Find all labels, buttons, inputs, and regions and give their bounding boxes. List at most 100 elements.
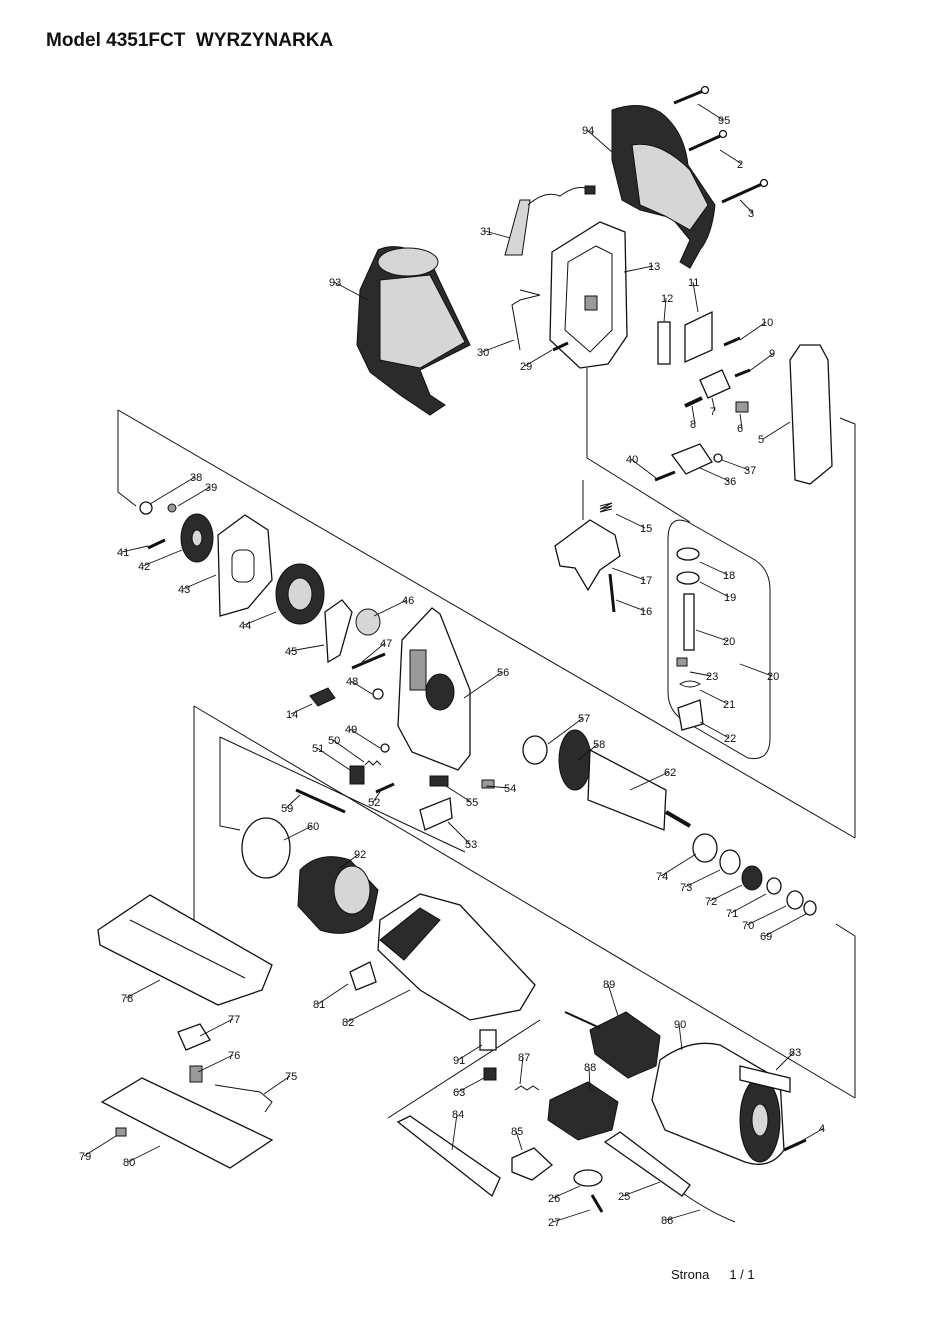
leader-line [622,1181,661,1197]
cord-86 [683,1193,736,1223]
part-label-49: 49 [345,724,381,749]
part-number: 16 [640,606,652,618]
strain-relief-25 [603,1131,691,1197]
part-number: 47 [380,638,392,650]
part-number: 58 [593,739,605,751]
part-label-62: 62 [629,767,676,791]
leader-line [346,989,411,1023]
part-number: 4 [819,1123,825,1135]
leader-line [350,680,373,695]
ring-69 [803,900,817,916]
bracket-77 [177,1023,211,1051]
wire-clip-30 [511,289,541,351]
pin-52 [375,782,395,794]
part-label-47: 47 [361,638,392,663]
leader-line [339,853,360,869]
part-number: 10 [761,317,773,329]
leader-line [177,486,211,507]
spring-87 [514,1085,540,1091]
part-number: 88 [584,1062,596,1074]
part-number: 79 [79,1151,91,1163]
lever-75 [214,1084,273,1113]
screw-29 [552,341,569,352]
part-label-92: 92 [339,849,366,869]
part-number: 55 [466,797,478,809]
part-label-6: 6 [737,413,743,435]
ring-18 [676,547,700,561]
leader-line [197,1054,234,1073]
leader-line [665,1209,701,1221]
leader-line [263,1075,291,1095]
bearing-72 [741,865,763,891]
part-label-3: 3 [739,199,754,220]
screw-95 [673,85,710,105]
leader-line [699,581,730,598]
part-number: 6 [737,423,743,435]
part-number: 11 [688,277,699,289]
leader-line [142,549,183,567]
pad-14 [309,687,336,707]
leader-line [678,1023,683,1051]
gear-housing-56 [397,607,471,771]
rod-84 [396,1115,501,1198]
leader-line [762,421,791,440]
part-number: 5 [758,434,764,446]
leader-line [121,545,149,553]
leader-line [709,884,743,902]
leader-line [127,1145,161,1163]
part-label-8: 8 [690,405,696,431]
washer-70 [786,890,804,910]
leader-line [775,1051,795,1071]
part-label-54: 54 [485,783,516,795]
brush-holder-89 [564,1011,661,1079]
part-label-22: 22 [699,721,736,745]
part-label-37: 37 [721,459,756,477]
part-39 [167,503,177,513]
part-number: 77 [228,1014,240,1026]
part-label-13: 13 [623,261,660,273]
part-number: 29 [520,361,532,373]
part-number: 84 [452,1109,464,1121]
part-number: 27 [548,1217,560,1229]
leader-line [739,413,743,429]
part-number: 13 [648,261,660,273]
part-number: 71 [726,908,738,920]
part-number: 2 [737,159,743,171]
leader-line [739,321,767,341]
part-label-82: 82 [342,989,411,1029]
screw-41 [147,538,166,550]
leader-line [552,1185,581,1199]
leader-line [463,671,503,699]
part-label-73: 73 [680,869,721,894]
part-number: 7 [710,406,716,418]
part-number: 57 [578,713,590,725]
base-78 [97,894,273,1006]
part-label-2: 2 [719,149,743,171]
part-label-87: 87 [518,1052,530,1085]
part-label-46: 46 [373,595,414,617]
rear-housing-94 [611,105,716,269]
part-label-41: 41 [117,545,149,559]
part-number: 50 [328,735,340,747]
leader-line [289,644,325,652]
part-label-4: 4 [799,1123,825,1143]
leader-line [611,567,646,581]
part-number: 44 [239,620,251,632]
part-number: 19 [724,592,736,604]
part-label-38: 38 [149,472,202,505]
part-label-48: 48 [346,676,373,695]
ring-37 [713,453,723,463]
part-number: 20 [723,636,735,648]
screw-4 [783,1138,807,1152]
part-label-45: 45 [285,644,325,658]
lever-45 [324,599,353,664]
part-label-12: 12 [661,293,673,323]
part-label-60: 60 [283,821,319,841]
part-label-80: 80 [123,1145,161,1169]
part-label-29: 29 [520,349,553,373]
page-title: Model 4351FCT WYRZYNARKA [46,30,334,51]
leader-line [747,352,775,373]
leader-line [799,1127,825,1143]
part-label-21: 21 [699,689,735,711]
pin-40 [654,470,676,482]
